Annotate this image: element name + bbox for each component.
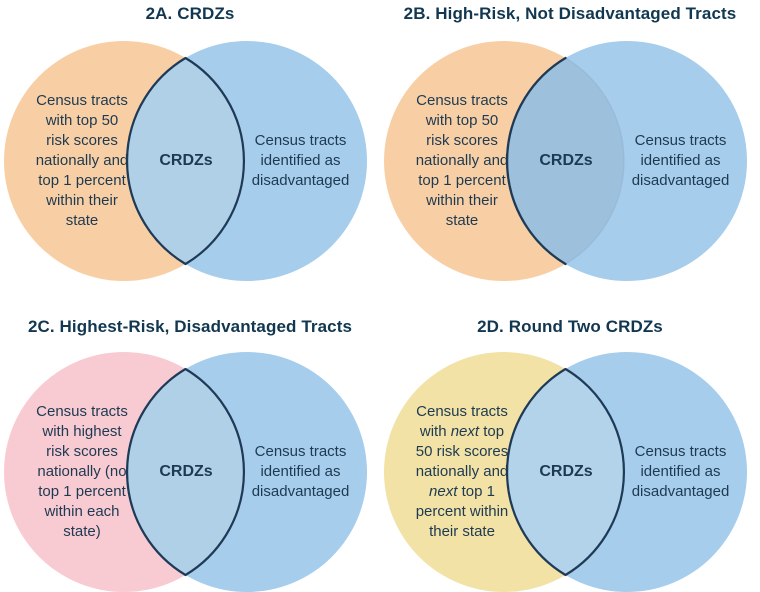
left-label-line: within their xyxy=(46,192,118,209)
panel-title-2b: 2B. High-Risk, Not Disadvantaged Tracts xyxy=(403,4,737,23)
right-label-line: identified as xyxy=(260,463,341,480)
right-label-line: disadvantaged xyxy=(251,483,350,500)
venn-panel-2b: 2B. High-Risk, Not Disadvantaged Tracts … xyxy=(380,0,760,296)
right-circle-label: Census tracts identified as disadvantaged xyxy=(608,442,753,502)
overlap-lens-shape xyxy=(507,58,624,264)
venn-diagram-2c xyxy=(4,352,367,592)
right-circle-edge-outline xyxy=(505,56,567,266)
venn-diagram-2a xyxy=(4,41,367,281)
left-label-line: nationally and xyxy=(35,152,129,169)
left-label-line: state xyxy=(445,212,479,229)
right-label-line: identified as xyxy=(260,152,341,169)
overlap-lens-shape xyxy=(125,367,246,577)
left-label-line: top 1 percent xyxy=(418,172,506,189)
left-label-line: their state xyxy=(429,523,495,540)
left-label-line: risk scores xyxy=(46,443,118,460)
overlap-label: CRDZs xyxy=(539,152,593,169)
right-label-line: identified as xyxy=(640,463,721,480)
right-label-line: disadvantaged xyxy=(251,172,350,189)
left-label-line: 50 risk scores xyxy=(415,443,509,460)
right-circle-label: Census tracts identified as disadvantaged xyxy=(228,131,373,191)
right-circle-label: Census tracts identified as disadvantaged xyxy=(228,442,373,502)
right-label-line: identified as xyxy=(640,152,721,169)
right-label-line: disadvantaged xyxy=(631,483,730,500)
panel-title-2d: 2D. Round Two CRDZs xyxy=(477,317,663,336)
left-label-line: within each xyxy=(44,503,120,520)
overlap-label: CRDZs xyxy=(539,463,593,480)
overlap-lens-shape xyxy=(505,367,626,577)
left-label-line: Census tracts xyxy=(36,403,128,420)
left-label-line: Census tracts xyxy=(36,92,128,109)
left-circle-label: Census tracts with top 50 risk scores natio… xyxy=(387,91,537,231)
left-label-line: top 1 percent xyxy=(38,483,126,500)
left-label-line: risk scores xyxy=(426,132,498,149)
left-label-line: with top 50 xyxy=(425,112,499,129)
left-circle-label: Census tracts with highest risk scores nati… xyxy=(7,402,157,542)
left-circle-label: Census tracts with top 50 risk scores natio… xyxy=(7,91,157,231)
left-circle-edge-faint xyxy=(565,57,625,265)
right-circle-label: Census tracts identified as disadvantaged xyxy=(608,131,753,191)
overlap-label: CRDZs xyxy=(159,152,213,169)
overlap-label: CRDZs xyxy=(159,463,213,480)
venn-diagram-2b xyxy=(384,41,747,281)
panel-title-2a: 2A. CRDZs xyxy=(145,4,235,23)
venn-panel-2a: 2A. CRDZs Census tracts with top 50 risk s… xyxy=(0,0,380,296)
panel-title-2c: 2C. Highest-Risk, Disadvantaged Tracts xyxy=(27,317,353,336)
left-label-line: percent within xyxy=(415,503,509,520)
left-label-line: state xyxy=(65,212,99,229)
left-label-line: with highest xyxy=(42,423,122,440)
overlap-lens-shape xyxy=(125,56,246,266)
left-label-line: top 1 percent xyxy=(38,172,126,189)
left-label-line: nationally (no xyxy=(37,463,127,480)
left-label-line: Census tracts xyxy=(416,403,508,420)
right-label-line: Census tracts xyxy=(254,132,347,149)
left-label-line: with top 50 xyxy=(45,112,119,129)
right-label-line: disadvantaged xyxy=(631,172,730,189)
left-label-line: nationally and xyxy=(415,463,509,480)
left-label-line: state) xyxy=(63,523,101,540)
left-label-line: within their xyxy=(426,192,498,209)
left-label-line: Census tracts xyxy=(416,92,508,109)
venn-panel-2d: 2D. Round Two CRDZs Census tracts with ne… xyxy=(380,296,760,592)
right-label-line: Census tracts xyxy=(634,443,727,460)
left-circle-label: Census tracts with next top 50 risk scores… xyxy=(387,402,537,542)
venn-panel-2c: 2C. Highest-Risk, Disadvantaged Tracts C… xyxy=(0,296,380,592)
left-label-line: with next top xyxy=(419,423,505,440)
venn-diagram-2d xyxy=(384,352,747,592)
left-label-line: next top 1 xyxy=(429,483,495,500)
left-label-line: risk scores xyxy=(46,132,118,149)
left-label-line: nationally and xyxy=(415,152,509,169)
right-label-line: Census tracts xyxy=(254,443,347,460)
right-label-line: Census tracts xyxy=(634,132,727,149)
